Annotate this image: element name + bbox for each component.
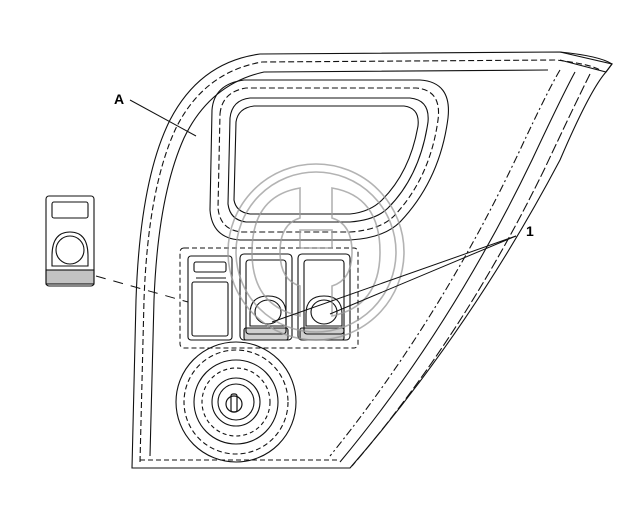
display-window [209,79,449,241]
key-icon [225,393,243,413]
ignition-switch [175,341,297,463]
leader-line-a [129,99,197,137]
leader-lines [129,99,517,323]
leader-line-1b [329,235,517,315]
logo-watermark [227,163,405,341]
panel-housing [131,51,613,469]
leader-line-1a [271,235,517,323]
callout-label-1: 1 [526,223,534,239]
loose-rocker-switch [45,195,95,287]
blank-cover-plug [187,255,233,341]
assembly-dash-line [95,275,189,303]
callout-label-a: A [114,91,124,107]
rocker-switch-left [239,253,293,341]
switch-bay [179,247,359,349]
